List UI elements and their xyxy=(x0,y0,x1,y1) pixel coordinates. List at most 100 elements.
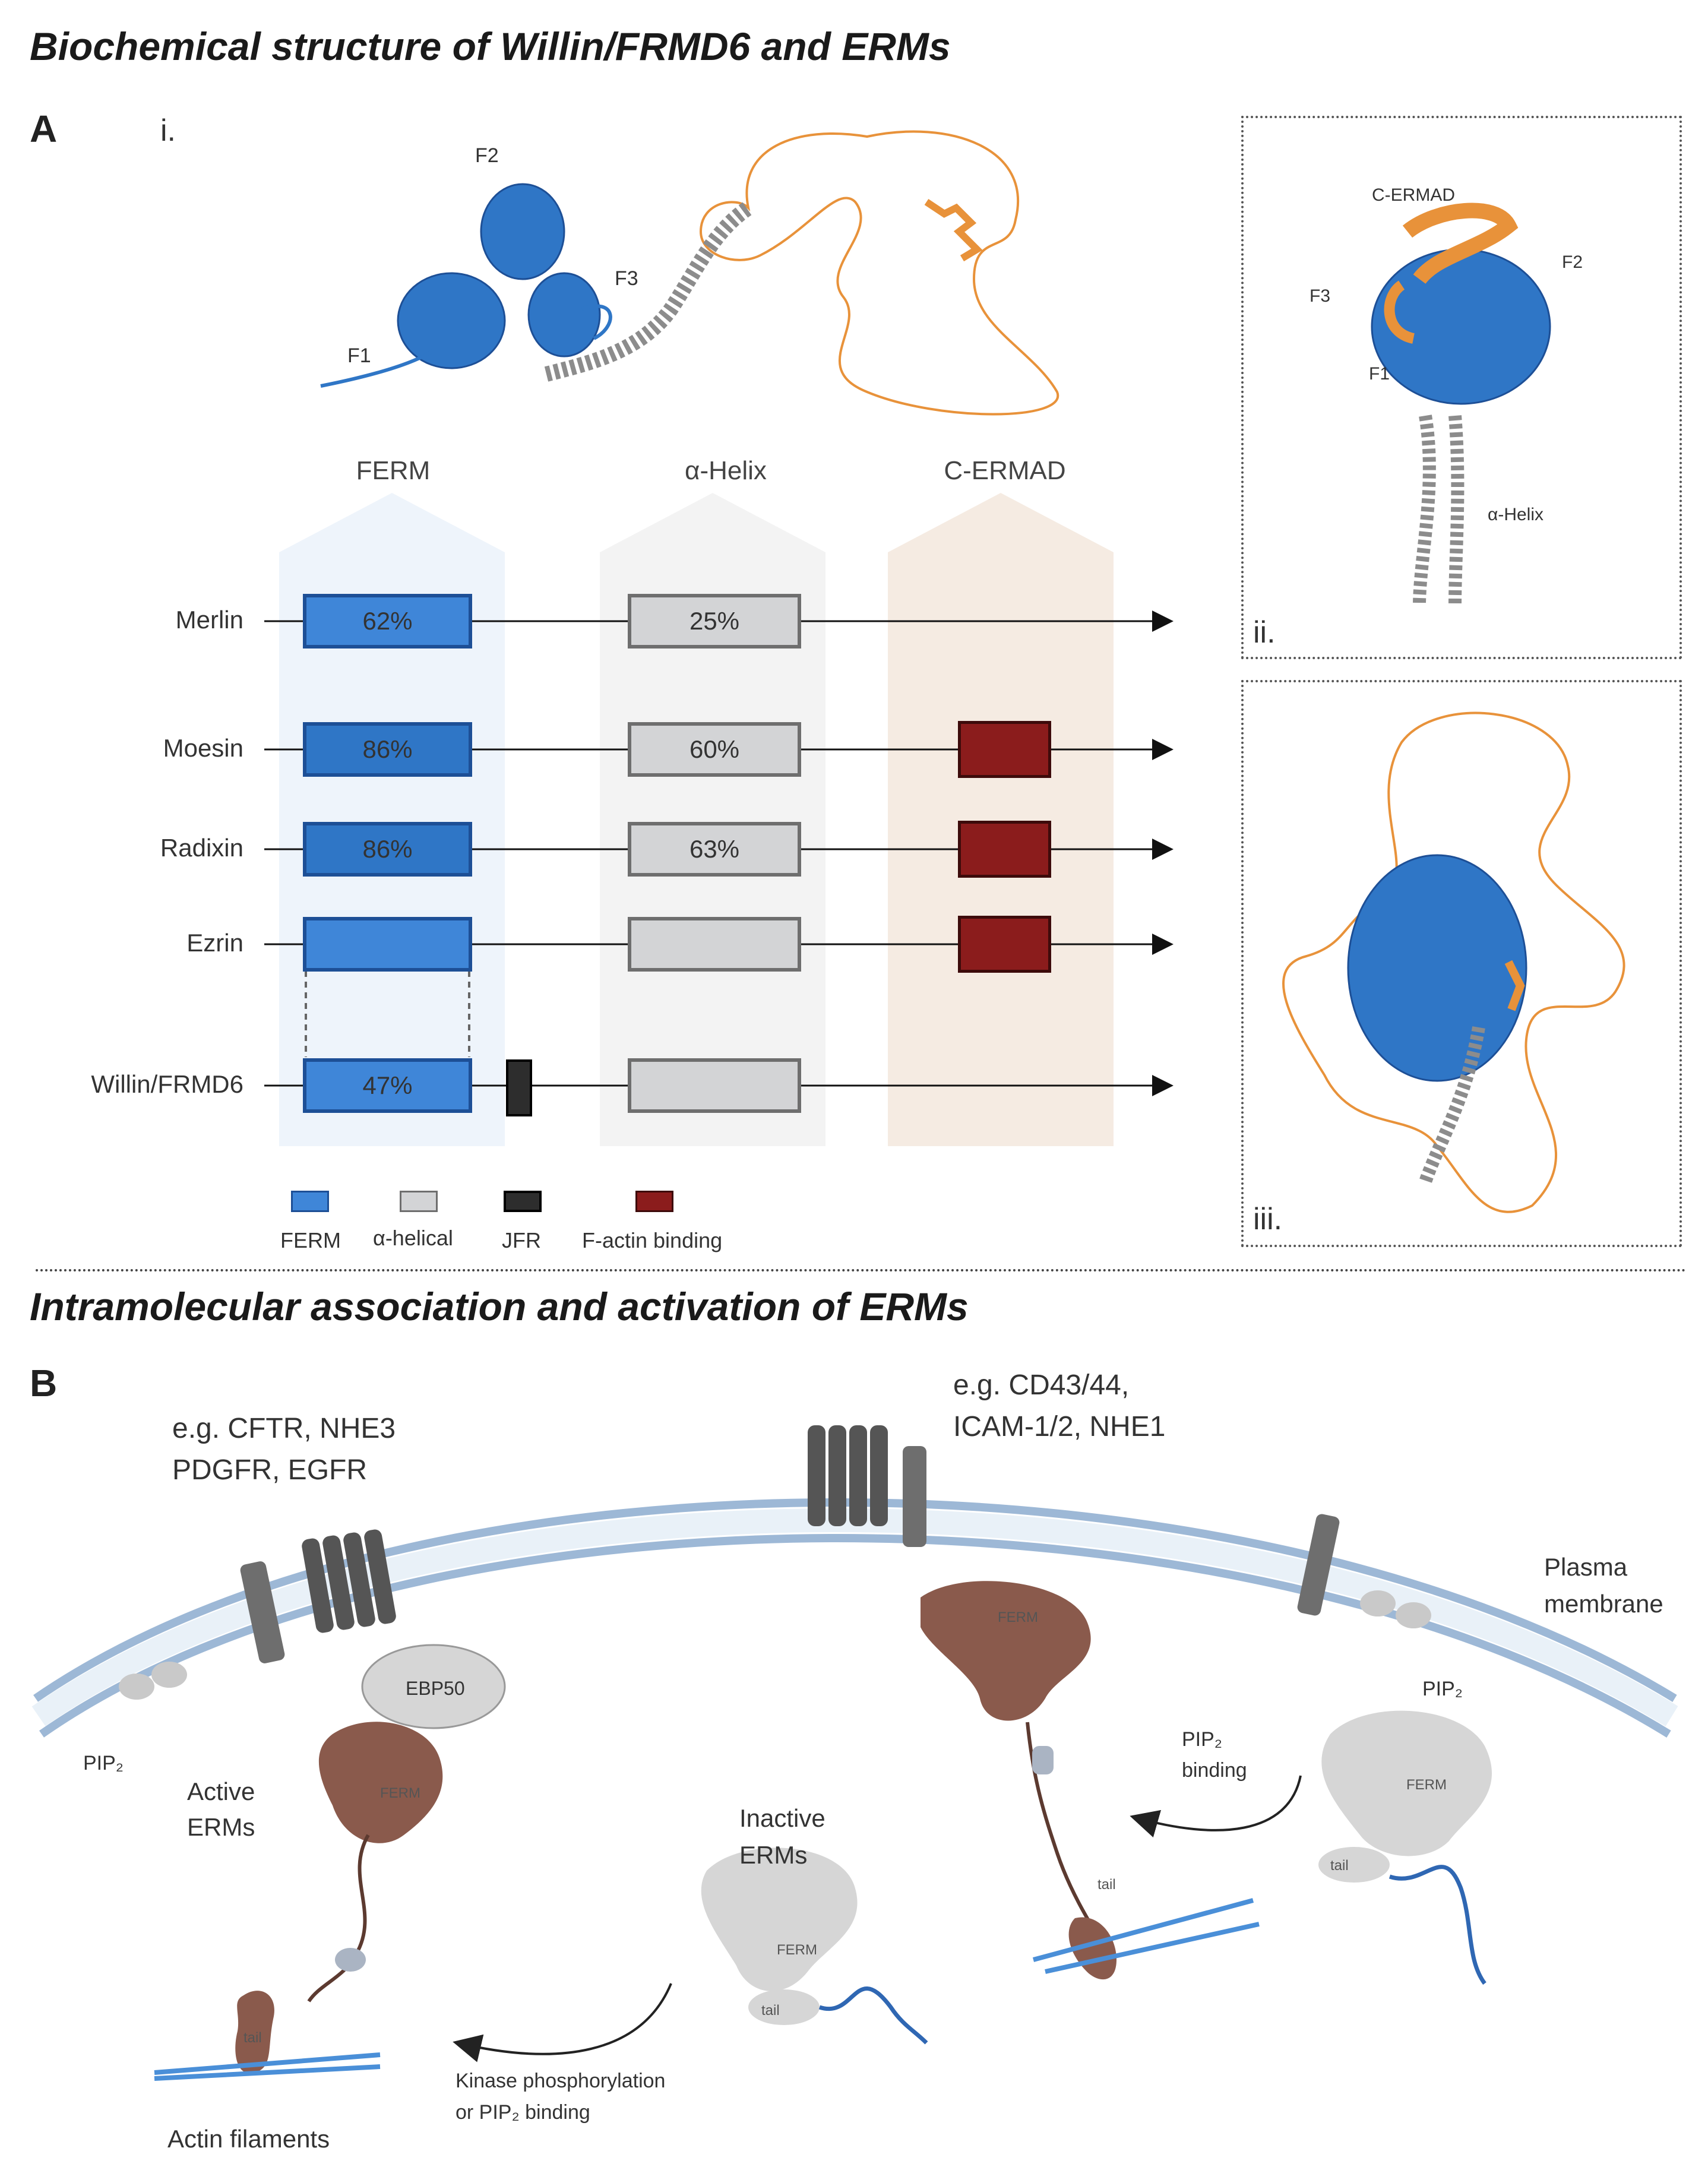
multi-pass-receptor-middle xyxy=(808,1425,888,1526)
receptors-left-line1: e.g. CFTR, NHE3 xyxy=(172,1413,396,1444)
single-pass-receptor-left xyxy=(240,1561,285,1663)
ebp50-protein xyxy=(361,1644,506,1729)
inactive-erm-linker-right xyxy=(1388,1865,1486,1985)
actin-box-radixin xyxy=(958,821,1051,878)
active-erms-line1: Active xyxy=(187,1777,255,1805)
kinase-line2: or PIP₂ binding xyxy=(456,2101,590,2124)
row-name-radixin: Radixin xyxy=(160,834,243,862)
ferm-box-merlin: 62% xyxy=(303,594,472,648)
column-header-cermad: C-ERMAD xyxy=(944,456,1066,485)
inactive-erm-tail-right xyxy=(1318,1847,1390,1883)
helix-column xyxy=(600,493,825,1146)
helix-box-willin xyxy=(628,1058,801,1113)
actin-filaments-label: Actin filaments xyxy=(167,2125,330,2153)
jfr-box-willin xyxy=(506,1059,532,1116)
ferm-label-inactive-right: FERM xyxy=(1406,1777,1447,1793)
row-name-ezrin: Ezrin xyxy=(186,929,243,957)
ferm-column xyxy=(279,493,505,1146)
ferm-box-ezrin xyxy=(303,917,472,972)
legend-label-actin: F-actin binding xyxy=(582,1228,723,1252)
inset-ii-frame xyxy=(1241,116,1682,659)
single-pass-receptor-right xyxy=(1297,1514,1340,1616)
inactive-erm-ferm-center xyxy=(701,1848,858,1991)
sub-i-label: i. xyxy=(160,113,176,148)
inactive-erms-line1: Inactive xyxy=(739,1804,825,1832)
orange-helix xyxy=(924,199,983,262)
section-divider xyxy=(36,1269,1687,1271)
f2-label: F2 xyxy=(475,144,499,167)
cermad-column xyxy=(888,493,1114,1146)
helix-box-merlin: 25% xyxy=(628,594,801,648)
actin-box-ezrin xyxy=(958,916,1051,973)
row-name-moesin: Moesin xyxy=(163,734,243,762)
actin-filament-middle xyxy=(1032,1898,1260,1974)
inactive-erm-linker-center xyxy=(818,1986,928,2045)
ferm-domain-structure xyxy=(320,183,612,388)
row-name-willin: Willin/FRMD6 xyxy=(91,1070,243,1098)
sub-iii-label: iii. xyxy=(1253,1202,1283,1236)
actin-box-moesin xyxy=(958,721,1051,778)
receptors-left-line2: PDGFR, EGFR xyxy=(172,1454,368,1486)
active-erm-ferm-middle xyxy=(921,1581,1091,1721)
inactive-erm-tail-center xyxy=(748,1989,820,2025)
helix-box-moesin: 60% xyxy=(628,722,801,777)
gray-helix xyxy=(544,201,753,382)
pip2-label-right: PIP₂ xyxy=(1422,1678,1463,1700)
tail-label-center: tail xyxy=(761,2003,780,2019)
legend-label-ferm: FERM xyxy=(280,1228,341,1252)
domain-columns xyxy=(279,493,1114,1146)
plasma-label: Plasma xyxy=(1544,1553,1628,1581)
single-pass-receptor-middle xyxy=(903,1446,926,1547)
membrane-diagram xyxy=(31,1425,1678,2081)
active-erm-helix-left xyxy=(335,1948,366,1972)
pip2-binding-line1: PIP₂ xyxy=(1182,1728,1222,1751)
panel-a-letter: A xyxy=(30,107,58,150)
inset-cermad-label: C-ERMAD xyxy=(1372,185,1455,205)
legend-label-jfr: JFR xyxy=(502,1228,541,1252)
pip2-binding-line2: binding xyxy=(1182,1759,1247,1782)
ferm-label-active-left: FERM xyxy=(380,1785,420,1801)
ferm-box-moesin: 86% xyxy=(303,722,472,777)
ferm-label-inactive-center: FERM xyxy=(777,1942,817,1958)
panel-b-letter: B xyxy=(30,1362,58,1404)
pip2-binding-arrow xyxy=(1130,1775,1302,1838)
sub-ii-label: ii. xyxy=(1253,615,1276,650)
tail-label-left: tail xyxy=(243,2030,262,2046)
orange-loop xyxy=(699,130,1059,416)
active-erm-ferm-left xyxy=(318,1722,443,1843)
protein-structure-i xyxy=(320,130,1059,416)
receptors-right-line1: e.g. CD43/44, xyxy=(953,1369,1130,1401)
tail-label-middle: tail xyxy=(1097,1877,1116,1893)
active-erm-linker-left xyxy=(307,1834,370,2003)
ferm-box-willin: 47% xyxy=(303,1058,472,1113)
row-name-merlin: Merlin xyxy=(175,606,243,634)
ferm-box-radixin: 86% xyxy=(303,822,472,877)
kinase-line1: Kinase phosphorylation xyxy=(456,2070,666,2092)
membrane-label: membrane xyxy=(1544,1590,1663,1618)
inset-helix-label: α-Helix xyxy=(1488,505,1544,524)
tail-label-right: tail xyxy=(1330,1858,1349,1874)
column-header-ferm: FERM xyxy=(356,456,431,485)
inset-iii-frame xyxy=(1241,680,1682,1247)
activation-arrow xyxy=(453,1983,672,2062)
inset-f1-label: F1 xyxy=(1369,364,1390,384)
inset-iii-structure xyxy=(1282,711,1625,1213)
panel-b-title: Intramolecular association and activatio… xyxy=(30,1285,969,1328)
multi-pass-receptor-left xyxy=(302,1529,396,1633)
helix-box-radixin: 63% xyxy=(628,822,801,877)
legend-label-helical: α-helical xyxy=(373,1226,453,1250)
f1-label: F1 xyxy=(347,344,371,367)
receptors-right-line2: ICAM-1/2, NHE1 xyxy=(953,1411,1166,1442)
column-header-helix: α-Helix xyxy=(685,456,767,485)
pip2-lipid-left xyxy=(119,1662,187,1700)
legend-swatch-jfr xyxy=(504,1191,542,1212)
helix-box-ezrin xyxy=(628,917,801,972)
actin-filament-left xyxy=(154,2052,381,2081)
pip2-lipid-right xyxy=(1360,1590,1431,1628)
membrane-inner-leaflet xyxy=(39,1534,1671,1738)
legend-swatch-actin xyxy=(635,1191,673,1212)
inactive-erms-line2: ERMs xyxy=(739,1841,808,1869)
pip2-label-left: PIP₂ xyxy=(83,1752,124,1774)
legend-swatch-ferm xyxy=(291,1191,329,1212)
ebp50-label: EBP50 xyxy=(406,1678,465,1699)
